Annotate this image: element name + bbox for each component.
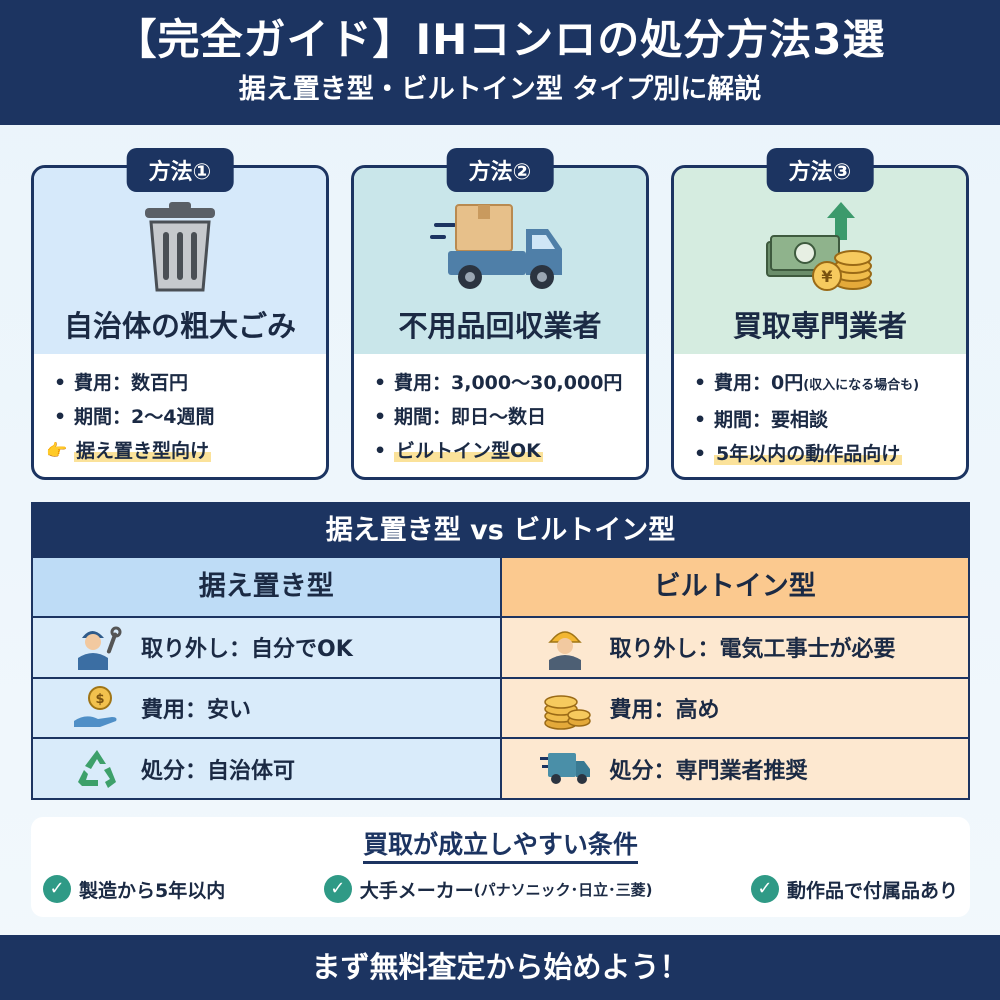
svg-text:¥: ¥ (821, 267, 832, 286)
table-row: 取り外し：電気工事士が必要 (501, 616, 968, 677)
list-item: •5年以内の動作品向け (694, 443, 903, 465)
row-text: 費用：高め (609, 698, 720, 723)
footer-cta: まず無料査定から始めよう！ (311, 950, 689, 984)
table-row: 費用：高め (501, 676, 968, 738)
page-subtitle: 据え置き型・ビルトイン型 タイプ別に解説 (238, 74, 762, 105)
footer-banner: まず無料査定から始めよう！ (0, 935, 1000, 1000)
method-badge: 方法② (446, 148, 554, 192)
comparison-title: 据え置き型 vs ビルトイン型 (33, 504, 968, 558)
method-card-1: 方法① 自治体の粗大ごみ •費用：数百円 •期間：2〜4週間 👉据え置き型向け (31, 148, 329, 480)
condition-item: ✓ 動作品で付属品あり (750, 875, 958, 903)
trash-can-icon (34, 200, 326, 295)
column-heading: 据え置き型 (33, 558, 500, 616)
conditions-title: 買取が成立しやすい条件 (363, 830, 638, 864)
table-row: 取り外し：自分でOK (33, 616, 500, 677)
list-item: •期間：要相談 (694, 409, 829, 431)
hand-coin-icon: $ (71, 684, 123, 732)
truck-icon (539, 745, 592, 793)
pointing-hand-icon: 👉 (46, 441, 68, 461)
table-row: $ 費用：安い (33, 676, 500, 738)
list-item: •ビルトイン型OK (374, 440, 543, 462)
page-title: 【完全ガイド】IHコンロの処分方法3選 (114, 15, 886, 64)
recycle-icon (71, 745, 123, 793)
check-icon: ✓ (43, 875, 71, 903)
column-freestanding: 据え置き型 取り外し：自分でOK $ (33, 558, 502, 798)
comparison-table: 据え置き型 vs ビルトイン型 据え置き型 取り外し：自分でOK (31, 502, 970, 800)
list-item: •期間：2〜4週間 (54, 406, 215, 428)
money-coins-icon: ¥ (674, 200, 966, 295)
method-card-2: 方法② 不用品回収業者 •費用：3,000〜30,000円 •期間：即日〜数日 … (351, 148, 649, 480)
check-icon: ✓ (750, 875, 779, 903)
method-name: 不用品回収業者 (398, 309, 602, 343)
method-card-3: 方法③ ¥ 買取専門業者 •費用：0円(収入になる場合も) •期間：要相談 •5… (671, 148, 969, 480)
method-details: •費用：3,000〜30,000円 •期間：即日〜数日 •ビルトイン型OK (354, 366, 646, 468)
condition-item: ✓ 製造から5年以内 (43, 875, 225, 903)
table-row: 処分：専門業者推奨 (501, 737, 968, 798)
coin-stack-icon (540, 684, 592, 732)
column-heading: ビルトイン型 (501, 558, 968, 616)
row-text: 処分：専門業者推奨 (609, 758, 808, 784)
electrician-helmet-icon (540, 623, 592, 671)
list-item: •費用：数百円 (54, 372, 189, 394)
row-text: 取り外し：電気工事士が必要 (609, 637, 896, 663)
header-banner: 【完全ガイド】IHコンロの処分方法3選 据え置き型・ビルトイン型 タイプ別に解説 (0, 0, 1000, 125)
column-builtin: ビルトイン型 取り外し：電気工事士が必要 (501, 558, 968, 798)
table-row: 処分：自治体可 (33, 737, 500, 798)
purchase-conditions: 買取が成立しやすい条件 ✓ 製造から5年以内 ✓ 大手メーカー (パナソニック･… (31, 817, 970, 917)
svg-text:$: $ (95, 692, 104, 707)
delivery-truck-icon (354, 200, 646, 295)
method-badge: 方法③ (766, 148, 874, 192)
method-details: •費用：0円(収入になる場合も) •期間：要相談 •5年以内の動作品向け (674, 366, 966, 471)
condition-item: ✓ 大手メーカー (パナソニック･日立･三菱) (323, 875, 652, 903)
method-details: •費用：数百円 •期間：2〜4週間 👉据え置き型向け (34, 366, 326, 468)
worker-wrench-icon (71, 623, 123, 671)
row-text: 取り外し：自分でOK (141, 637, 353, 663)
row-text: 費用：安い (141, 698, 252, 723)
list-item: •費用：3,000〜30,000円 (374, 372, 623, 394)
method-name: 買取専門業者 (732, 309, 907, 343)
list-item: •期間：即日〜数日 (374, 406, 547, 428)
list-item: •費用：0円(収入になる場合も) (694, 372, 920, 394)
method-badge: 方法① (126, 148, 234, 192)
row-text: 処分：自治体可 (141, 758, 296, 784)
method-name: 自治体の粗大ごみ (63, 309, 296, 343)
list-item: 👉据え置き型向け (46, 434, 314, 468)
check-icon: ✓ (323, 875, 352, 903)
